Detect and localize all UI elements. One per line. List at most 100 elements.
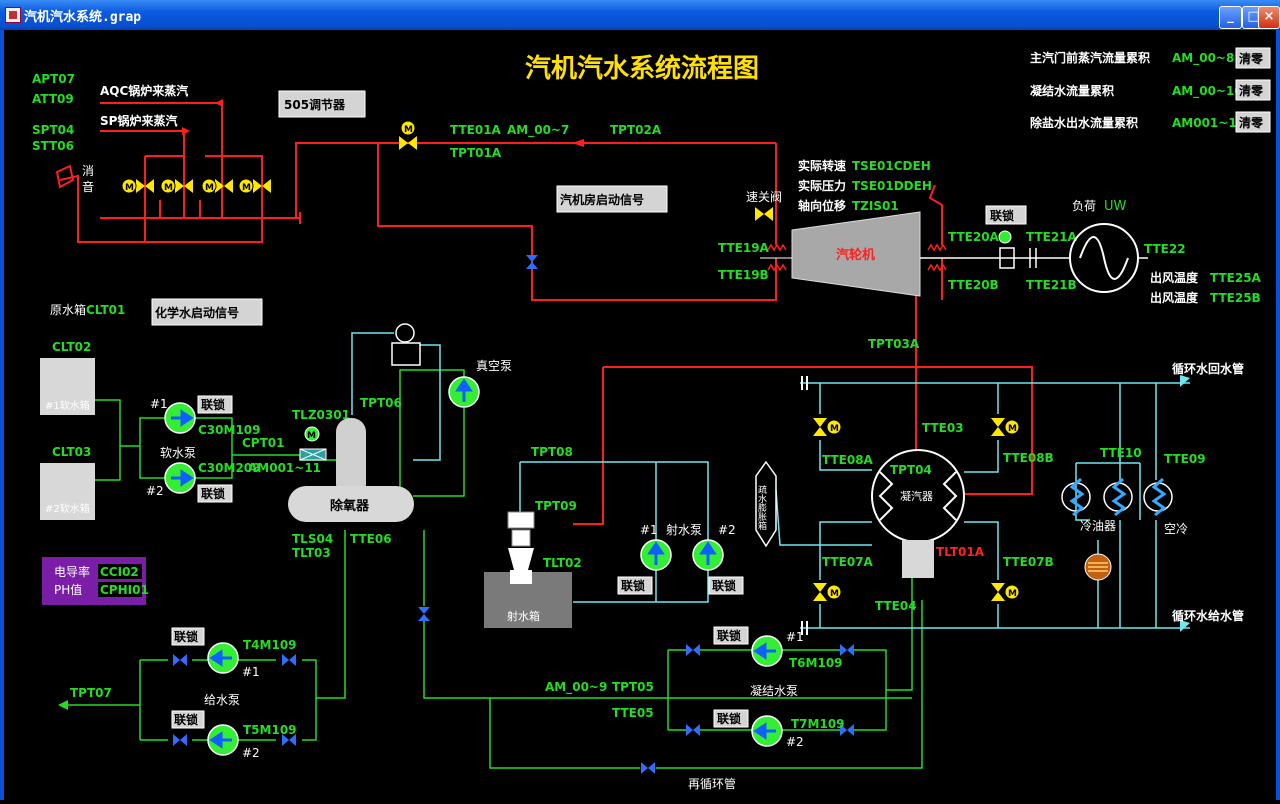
t4m109-tag: T4M109 bbox=[243, 638, 297, 652]
tlt03-tag: TLT03 bbox=[292, 546, 331, 560]
svg-text:M: M bbox=[307, 431, 316, 441]
tte01a-tag: TTE01A bbox=[450, 123, 502, 137]
turbine-interlock-button[interactable] bbox=[985, 205, 1027, 225]
soft-pump-2-interlock[interactable] bbox=[197, 484, 233, 503]
jet-ejector bbox=[507, 511, 535, 529]
chem-water-start-label: 化学水启动信号 bbox=[155, 305, 239, 320]
soft-pump-1-interlock-label: 联锁 bbox=[201, 397, 225, 412]
clt03-tag: CLT03 bbox=[52, 445, 91, 459]
jet-pump-1-interlock-label: 联锁 bbox=[621, 578, 645, 593]
feed-pump-1-interlock[interactable] bbox=[171, 627, 205, 646]
minimize-button[interactable]: _ bbox=[1219, 6, 1242, 29]
reset-demin-button[interactable] bbox=[1235, 111, 1271, 133]
governor-505-button[interactable] bbox=[278, 90, 366, 118]
spt04-tag: SPT04 bbox=[32, 123, 74, 137]
tpt05-tag: TPT05 bbox=[612, 680, 654, 694]
tte20a-tag: TTE20A bbox=[948, 230, 1000, 244]
drain-expansion-label: 疏水膨胀箱 bbox=[756, 484, 767, 531]
soft-water-tank-2-label: #2软水箱 bbox=[45, 502, 90, 515]
cond-pump-2-interlock-label: 联锁 bbox=[717, 711, 741, 726]
circ-supply-label: 循环水给水管 bbox=[1172, 608, 1244, 623]
axial-label: 轴向位移 bbox=[798, 198, 846, 213]
reset-demin-label: 清零 bbox=[1239, 115, 1264, 130]
muffler-label-1: 消 bbox=[82, 164, 94, 178]
tpt03a-tag: TPT03A bbox=[868, 337, 920, 351]
feed-pump-label: 给水泵 bbox=[204, 693, 240, 707]
tte03-tag: TTE03 bbox=[922, 421, 964, 435]
raw-water-label: 原水箱 bbox=[50, 302, 86, 317]
tte08a-tag: TTE08A bbox=[822, 453, 874, 467]
circ-return-label: 循环水回水管 bbox=[1172, 361, 1244, 376]
counter-steam-tag: AM_00~8 bbox=[1172, 51, 1234, 66]
feed-pump-2-interlock[interactable] bbox=[171, 710, 205, 729]
window-title: 汽机汽水系统.grap bbox=[24, 10, 142, 25]
sp-steam-label: SP锅炉来蒸汽 bbox=[100, 113, 177, 128]
am009-tag: AM_00~9 bbox=[545, 680, 607, 695]
load-label: 负荷 bbox=[1072, 199, 1096, 213]
tlt01a-tag: TLT01A bbox=[936, 545, 985, 559]
jet-pump-2-interlock[interactable] bbox=[708, 576, 744, 595]
reset-condensate-button[interactable] bbox=[1235, 79, 1271, 101]
counter-condensate-tag: AM_00~10 bbox=[1172, 84, 1243, 99]
diagram-title: 汽机汽水系统流程图 bbox=[525, 53, 759, 84]
turbine-start-signal-button[interactable] bbox=[556, 185, 668, 213]
t5m109-tag: T5M109 bbox=[243, 723, 297, 737]
cond-pump-1-num: #1 bbox=[786, 630, 804, 644]
apt07-tag: APT07 bbox=[32, 72, 75, 86]
tpt04-tag: TPT04 bbox=[890, 463, 932, 477]
tte10-tag: TTE10 bbox=[1100, 446, 1142, 460]
window-frame-right bbox=[1276, 30, 1280, 800]
outlet-temp-label-a: 出风温度 bbox=[1150, 270, 1199, 285]
app-icon bbox=[5, 7, 21, 23]
ph-label: PH值 bbox=[54, 582, 82, 597]
speed-tag: TSE01CDEH bbox=[852, 159, 931, 173]
tpt01a-tag: TPT01A bbox=[450, 146, 502, 160]
cooling-pipes bbox=[351, 332, 1190, 629]
counter-steam-label: 主汽门前蒸汽流量累积 bbox=[1030, 50, 1150, 65]
tte04-tag: TTE04 bbox=[875, 599, 917, 613]
am007-tag: AM_00~7 bbox=[507, 123, 569, 138]
t7m109-tag: T7M109 bbox=[791, 717, 845, 731]
aqc-steam-label: AQC锅炉来蒸汽 bbox=[100, 83, 188, 98]
conductivity-label: 电导率 bbox=[54, 564, 90, 579]
chem-water-start-button[interactable] bbox=[151, 298, 263, 326]
cond-pump-1-interlock-label: 联锁 bbox=[717, 628, 741, 643]
tpt08-tag: TPT08 bbox=[531, 445, 573, 459]
cpt01-tag: CPT01 bbox=[242, 436, 285, 450]
soft-pump-1-num: #1 bbox=[150, 397, 168, 411]
cond-pump-1-interlock[interactable] bbox=[713, 626, 749, 645]
feed-pump-2-num: #2 bbox=[242, 746, 260, 760]
t6m109-tag: T6M109 bbox=[789, 656, 843, 670]
muffler-label-2: 音 bbox=[82, 179, 94, 194]
soft-pump-1-interlock[interactable] bbox=[197, 395, 233, 414]
reset-steam-button[interactable] bbox=[1235, 47, 1271, 69]
soft-pump-2-interlock-label: 联锁 bbox=[201, 486, 225, 501]
deaerator-column bbox=[336, 418, 366, 498]
tte21b-tag: TTE21B bbox=[1026, 278, 1077, 292]
vacuum-pump-label: 真空泵 bbox=[476, 359, 512, 373]
deaerator-label: 除氧器 bbox=[330, 498, 370, 514]
process-diagram: M 汽机汽水系统流程图 主汽门前蒸汽流量累积 AM_00~8 清零 凝结水流量累… bbox=[32, 47, 1271, 791]
tte25a-tag: TTE25A bbox=[1210, 271, 1262, 285]
reset-condensate-label: 清零 bbox=[1239, 83, 1264, 98]
stt06-tag: STT06 bbox=[32, 139, 74, 153]
outlet-temp-label-b: 出风温度 bbox=[1150, 290, 1199, 305]
title-bar: 汽机汽水系统.grap _ □ × bbox=[0, 0, 1280, 30]
reset-steam-label: 清零 bbox=[1239, 51, 1264, 66]
turbine bbox=[791, 211, 921, 297]
turbine-start-signal-label: 汽机房启动信号 bbox=[560, 192, 644, 207]
tte07a-tag: TTE07A bbox=[822, 555, 874, 569]
jet-pump-1-interlock[interactable] bbox=[617, 576, 653, 595]
jet-pump-2-interlock-label: 联锁 bbox=[712, 578, 736, 593]
tte22-tag: TTE22 bbox=[1144, 242, 1186, 256]
cond-pump-2-interlock[interactable] bbox=[713, 709, 749, 728]
feed-pump-1-num: #1 bbox=[242, 665, 260, 679]
soft-water-tank-1 bbox=[40, 358, 95, 415]
att09-tag: ATT09 bbox=[32, 92, 74, 106]
tte06-tag: TTE06 bbox=[350, 532, 392, 546]
close-button[interactable]: × bbox=[1258, 6, 1280, 29]
air-cooler-label: 空冷 bbox=[1164, 522, 1188, 536]
tpt09-tag: TPT09 bbox=[535, 499, 577, 513]
governor-505-label: 505调节器 bbox=[284, 97, 346, 112]
process-canvas: M 汽机汽水系统流程图 主汽门前蒸汽流量累积 AM_00~8 清零 凝结水流量累… bbox=[4, 30, 1276, 800]
